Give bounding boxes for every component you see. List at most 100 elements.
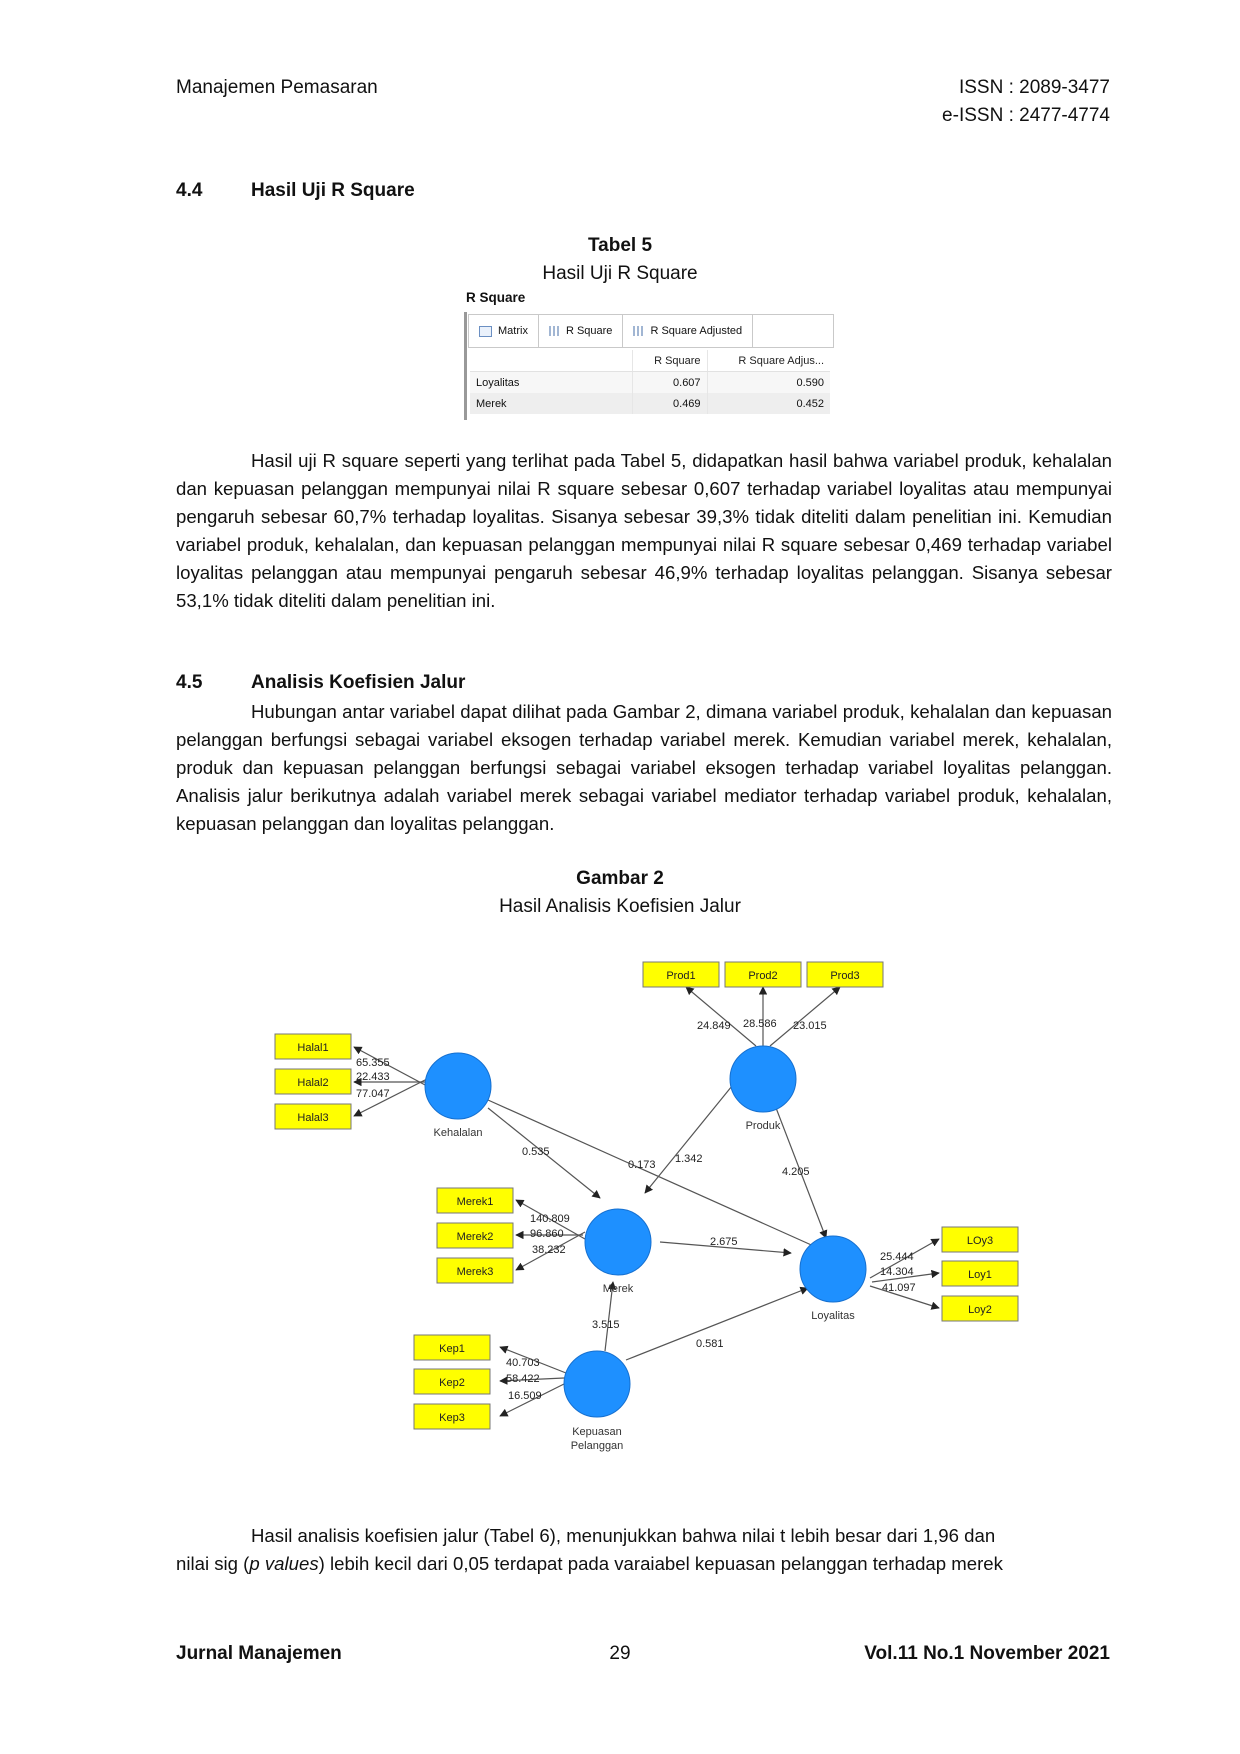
matrix-icon bbox=[479, 325, 492, 337]
loading-value: 96.860 bbox=[530, 1228, 564, 1240]
paragraph-text: Hubungan antar variabel dapat dilihat pa… bbox=[176, 701, 1112, 834]
figure-caption: Hasil Analisis Koefisien Jalur bbox=[499, 896, 741, 917]
indicator-label: Merek1 bbox=[457, 1196, 494, 1208]
indicator-label: Loy2 bbox=[968, 1304, 992, 1316]
r-square-value: 0.469 bbox=[632, 393, 708, 414]
paragraph-line: nilai sig (p values) lebih kecil dari 0,… bbox=[176, 1550, 1112, 1578]
loading-value: 140.809 bbox=[530, 1213, 570, 1225]
construct-merek bbox=[584, 1208, 652, 1276]
loading-value: 23.015 bbox=[793, 1020, 827, 1032]
footer-journal: Jurnal Manajemen bbox=[176, 1643, 342, 1664]
indicator-label: Prod2 bbox=[748, 970, 777, 982]
loading-value: 65.355 bbox=[356, 1057, 390, 1069]
r-square-value: 0.607 bbox=[632, 371, 708, 393]
indicator-label: Prod3 bbox=[830, 970, 859, 982]
indicator-box bbox=[413, 1403, 491, 1430]
construct-label: Kehalalan bbox=[434, 1127, 483, 1139]
indicator-box bbox=[436, 1222, 514, 1249]
paragraph-text: Hasil uji R square seperti yang terlihat… bbox=[176, 450, 1112, 611]
indicator-label: Kep3 bbox=[439, 1412, 465, 1424]
indicator-box bbox=[274, 1033, 352, 1060]
construct-label: Kepuasan bbox=[572, 1426, 622, 1438]
indicator-box bbox=[642, 961, 720, 988]
construct-label: Pelanggan bbox=[571, 1440, 624, 1452]
loading-value: 77.047 bbox=[356, 1088, 390, 1100]
indicator-box bbox=[436, 1187, 514, 1214]
path-coefficient: 0.173 bbox=[628, 1159, 656, 1171]
indicator-label: Kep1 bbox=[439, 1343, 465, 1355]
row-name: Merek bbox=[470, 393, 633, 414]
indicator-label: Merek2 bbox=[457, 1231, 494, 1243]
r-square-adjusted-value: 0.590 bbox=[706, 371, 830, 393]
path-coefficient: 4.205 bbox=[782, 1166, 810, 1178]
r-square-title: R Square bbox=[466, 290, 526, 305]
path-coefficient: 3.515 bbox=[592, 1319, 620, 1331]
indicator-label: Merek3 bbox=[457, 1266, 494, 1278]
paragraph-text: Hasil analisis koefisien jalur (Tabel 6)… bbox=[251, 1525, 996, 1546]
indicator-label: Halal2 bbox=[297, 1077, 328, 1089]
path-coefficient: 0.535 bbox=[522, 1146, 550, 1158]
tab-bar: Matrix R Square R Square Adjusted bbox=[468, 314, 834, 348]
indicator-box bbox=[941, 1260, 1019, 1287]
loading-value: 14.304 bbox=[880, 1266, 914, 1278]
indicator-box bbox=[274, 1068, 352, 1095]
indicator-box bbox=[941, 1226, 1019, 1253]
section-number: 4.5 bbox=[176, 672, 203, 693]
running-header-title: Manajemen Pemasaran bbox=[176, 77, 378, 98]
indicator-box bbox=[436, 1257, 514, 1284]
table-header-row: R Square R Square Adjus... bbox=[470, 350, 830, 372]
table-header-cell: R Square Adjus... bbox=[706, 350, 830, 372]
loading-value: 38.232 bbox=[532, 1244, 566, 1256]
table-header-cell bbox=[470, 350, 633, 372]
indicator-box bbox=[274, 1103, 352, 1130]
italic-term: p values bbox=[249, 1553, 319, 1574]
path-coefficient: 1.342 bbox=[675, 1153, 703, 1165]
loading-value: 58.422 bbox=[506, 1373, 540, 1385]
indicator-box bbox=[724, 961, 802, 988]
indicator-label: LOy3 bbox=[967, 1235, 993, 1247]
tab-r-square[interactable]: R Square bbox=[539, 315, 624, 347]
construct-loyalitas bbox=[799, 1235, 867, 1303]
loading-value: 28.586 bbox=[743, 1018, 777, 1030]
construct-produk bbox=[729, 1045, 797, 1113]
body-paragraph: Hasil uji R square seperti yang terlihat… bbox=[176, 447, 1112, 615]
indicator-box bbox=[413, 1368, 491, 1395]
indicator-box bbox=[413, 1334, 491, 1361]
page-number: 29 bbox=[609, 1643, 631, 1664]
indicator-label: Loy1 bbox=[968, 1269, 992, 1281]
text-span: ) lebih kecil dari 0,05 terdapat pada va… bbox=[318, 1553, 1003, 1574]
section-title: Hasil Uji R Square bbox=[251, 180, 415, 201]
construct-kehalalan bbox=[424, 1052, 492, 1120]
section-title: Analisis Koefisien Jalur bbox=[251, 672, 466, 693]
indicator-label: Prod1 bbox=[666, 970, 695, 982]
tab-matrix[interactable]: Matrix bbox=[469, 315, 539, 347]
construct-label: Produk bbox=[746, 1120, 781, 1132]
loading-value: 16.509 bbox=[508, 1390, 542, 1402]
eissn: e-ISSN : 2477-4774 bbox=[942, 105, 1110, 126]
loading-value: 25.444 bbox=[880, 1251, 914, 1263]
loading-value: 40.703 bbox=[506, 1357, 540, 1369]
tab-r-square-adjusted[interactable]: R Square Adjusted bbox=[623, 315, 754, 347]
indicator-box bbox=[941, 1295, 1019, 1322]
body-paragraph: Hasil analisis koefisien jalur (Tabel 6)… bbox=[176, 1522, 1112, 1578]
table-row: Loyalitas 0.607 0.590 bbox=[470, 371, 830, 393]
indicator-label: Halal3 bbox=[297, 1112, 328, 1124]
grid-icon bbox=[633, 326, 645, 336]
text-span: nilai sig ( bbox=[176, 1553, 250, 1574]
table-row: Merek 0.469 0.452 bbox=[470, 393, 830, 414]
row-name: Loyalitas bbox=[470, 371, 633, 393]
indicator-box bbox=[806, 961, 884, 988]
grid-icon bbox=[548, 326, 560, 336]
figure-label: Gambar 2 bbox=[576, 868, 664, 889]
construct-label: Merek bbox=[603, 1283, 634, 1295]
loading-value: 41.097 bbox=[882, 1282, 916, 1294]
r-square-table: R Square R Square Adjus... Loyalitas 0.6… bbox=[470, 350, 830, 414]
tab-label: R Square bbox=[565, 325, 613, 337]
construct-label: Loyalitas bbox=[811, 1310, 855, 1322]
body-paragraph: Hubungan antar variabel dapat dilihat pa… bbox=[176, 698, 1112, 838]
loading-value: 22.433 bbox=[356, 1071, 390, 1083]
table-label: Tabel 5 bbox=[587, 235, 653, 256]
path-coefficient: 0.581 bbox=[696, 1338, 724, 1350]
divider bbox=[464, 312, 467, 420]
r-square-screenshot: R Square Matrix R Square R Square Adjust… bbox=[464, 290, 834, 420]
